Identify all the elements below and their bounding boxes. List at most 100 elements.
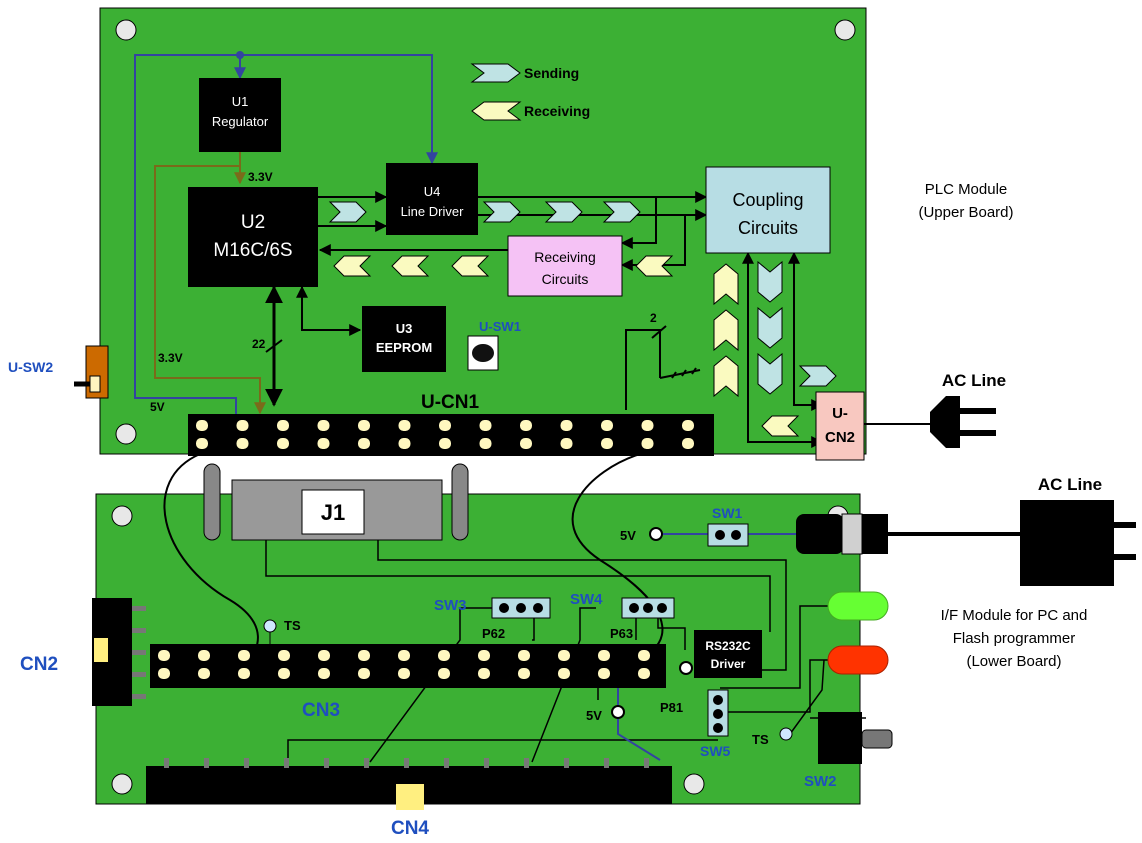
p81-label: P81 [660, 700, 683, 715]
header-pin [238, 668, 250, 679]
header-pin [132, 694, 146, 699]
u2-mcu [188, 187, 318, 287]
header-pin [398, 650, 410, 661]
sending-chevron [328, 201, 367, 223]
cn3-header [150, 644, 666, 688]
dc-plug [796, 513, 1020, 555]
header-pin [238, 650, 250, 661]
mount-hole [834, 19, 856, 41]
u1-regulator [199, 78, 281, 152]
sw5-label: SW5 [700, 743, 731, 759]
header-pin [682, 438, 694, 449]
sw3-label: SW3 [434, 597, 467, 614]
u-sw1-knob [472, 344, 494, 362]
header-pin [484, 758, 489, 768]
header-pin [638, 668, 650, 679]
u-cn1-header [188, 414, 714, 456]
if-module-line3: (Lower Board) [966, 653, 1061, 670]
wire-3v3 [154, 152, 266, 415]
legend-receiving-icon [471, 101, 522, 121]
v5-test-point-top [649, 527, 663, 541]
header-pin [358, 420, 370, 431]
header-pin [478, 650, 490, 661]
header-pin [518, 668, 530, 679]
receiving-chevron [333, 255, 372, 277]
sw4-pin [643, 603, 653, 613]
header-pin [244, 758, 249, 768]
header-pin [601, 438, 613, 449]
coupling-circuits [705, 166, 831, 254]
cn2-pins [132, 606, 146, 699]
header-pin [317, 420, 330, 431]
j1-label-box [301, 489, 365, 535]
header-pin [318, 668, 330, 679]
ac-line-lower-label: AC Line [1038, 475, 1102, 494]
v33-label-left: 3.3V [158, 351, 183, 365]
ac-plug-upper [930, 396, 996, 448]
header-pin [158, 668, 170, 679]
rs232c-driver [694, 630, 762, 678]
ground-symbol [659, 367, 701, 379]
sw1-label: SW1 [712, 505, 743, 521]
sending-chevron [482, 201, 521, 223]
header-pin [558, 668, 570, 679]
v5-test-point-mid [611, 705, 625, 719]
header-pin [236, 420, 249, 431]
ts-test-point-left [263, 619, 277, 633]
p63-label: P63 [610, 626, 633, 641]
header-pin [358, 650, 370, 661]
header-pin [198, 668, 210, 679]
u-cn1-pins [196, 420, 694, 449]
v5-label: 5V [150, 400, 165, 414]
bus22-label: 22 [252, 337, 266, 351]
mount-hole [115, 19, 137, 41]
header-pin [560, 420, 573, 431]
sending-chevron [602, 201, 641, 223]
sw1-jumper[interactable] [707, 523, 749, 547]
u3-label: U3 [396, 321, 413, 336]
receiving-label: Receiving [534, 249, 595, 265]
header-pin [598, 668, 610, 679]
sw5-pin [713, 723, 723, 733]
header-pin [364, 758, 369, 768]
header-pin [158, 650, 170, 661]
cn2-key [94, 638, 108, 662]
test-point [679, 661, 693, 675]
rs232c-sublabel: Driver [711, 657, 746, 671]
sw4-label: SW4 [570, 591, 603, 608]
sw1-pin [731, 530, 741, 540]
header-pin [317, 438, 330, 449]
header-pin [132, 672, 146, 677]
v5-label-mid: 5V [586, 708, 602, 723]
receiving-chevron [635, 255, 674, 277]
sw4-pin [657, 603, 667, 613]
u4-line-driver [386, 163, 478, 235]
if-module-line2: Flash programmer [953, 630, 1076, 647]
v33-label-top: 3.3V [248, 170, 273, 184]
mount-hole [111, 505, 133, 527]
sending-chevron [798, 365, 837, 387]
sw2-switch[interactable] [818, 712, 862, 764]
u1-label: U1 [232, 94, 249, 109]
header-pin [318, 650, 330, 661]
mount-hole [683, 773, 705, 795]
header-pin [398, 420, 411, 431]
cn4-label: CN4 [391, 818, 429, 838]
bus-slash [651, 325, 667, 339]
u-cn1-label: U-CN1 [421, 392, 479, 413]
receiving-chevron [713, 355, 739, 398]
header-pin [204, 758, 209, 768]
sw5-pin [713, 709, 723, 719]
ac-adapter [1020, 500, 1136, 586]
u4-label: U4 [424, 184, 441, 199]
u3-eeprom [362, 306, 446, 372]
sw3-pin [533, 603, 543, 613]
u-cn2-label: U- [832, 405, 848, 422]
j1-label: J1 [321, 500, 345, 525]
u2-label: U2 [241, 212, 265, 233]
receiving-chevron [391, 255, 430, 277]
cn2-label: CN2 [20, 654, 58, 675]
ts-test-point-right [779, 727, 793, 741]
